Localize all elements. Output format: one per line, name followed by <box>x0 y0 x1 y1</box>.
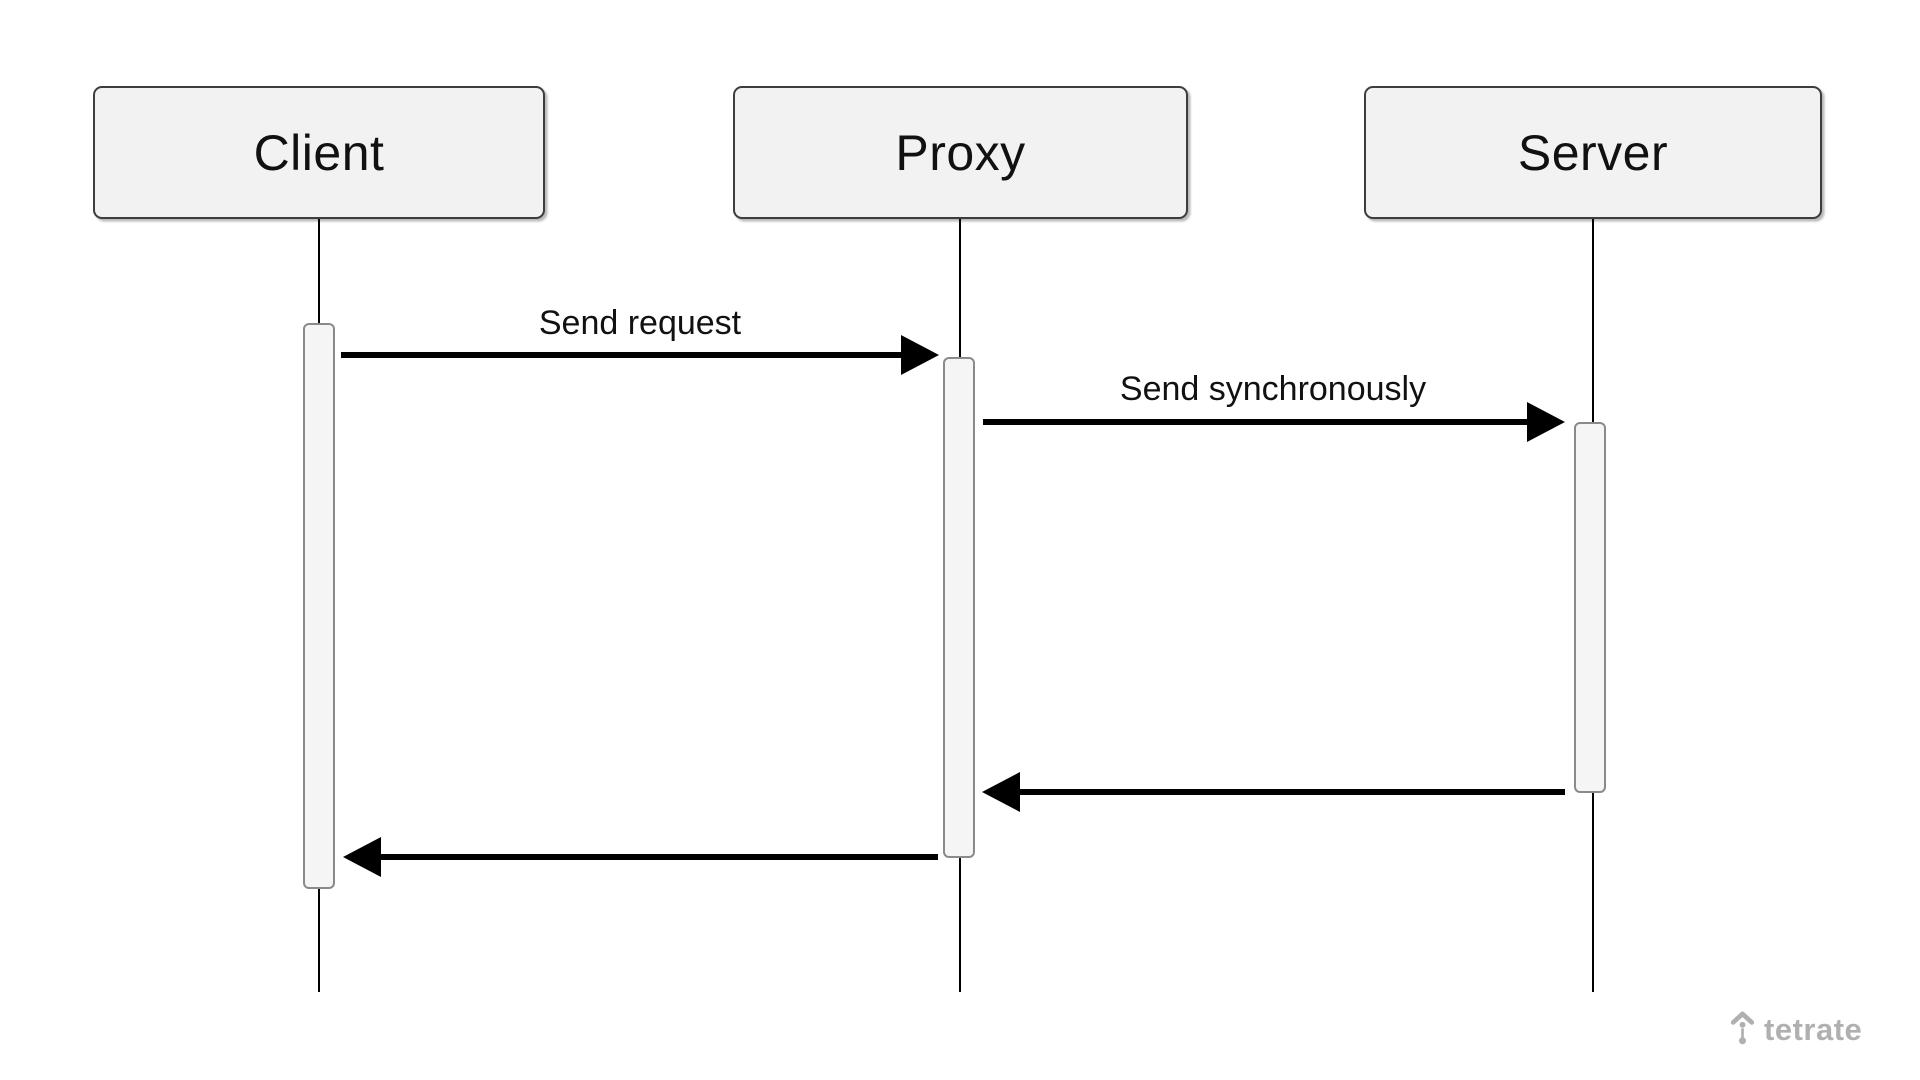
arrowhead-right-icon <box>1527 402 1565 442</box>
message-label-send-request: Send request <box>538 304 742 342</box>
actor-label-server: Server <box>1517 124 1669 181</box>
message-label-send-synchronously: Send synchronously <box>1119 370 1427 408</box>
message-line-send-synchronously <box>983 419 1527 425</box>
arrowhead-left-icon <box>343 837 381 877</box>
actor-box-server: Server <box>1364 86 1822 219</box>
activation-bar-proxy <box>943 357 975 858</box>
tetrate-logo-icon <box>1730 1010 1755 1050</box>
tetrate-logo-text: tetrate <box>1764 1012 1863 1047</box>
actor-box-client: Client <box>93 86 545 219</box>
message-line-server-reply <box>1020 789 1565 795</box>
actor-label-client: Client <box>253 124 385 181</box>
actor-label-proxy: Proxy <box>895 124 1026 181</box>
message-line-send-request <box>341 352 905 358</box>
activation-bar-server <box>1574 422 1606 793</box>
arrowhead-left-icon <box>982 772 1020 812</box>
arrowhead-right-icon <box>901 335 939 375</box>
message-line-proxy-reply <box>381 854 938 860</box>
actor-box-proxy: Proxy <box>733 86 1188 219</box>
tetrate-logo: tetrate <box>1730 1010 1862 1050</box>
activation-bar-client <box>303 323 335 889</box>
